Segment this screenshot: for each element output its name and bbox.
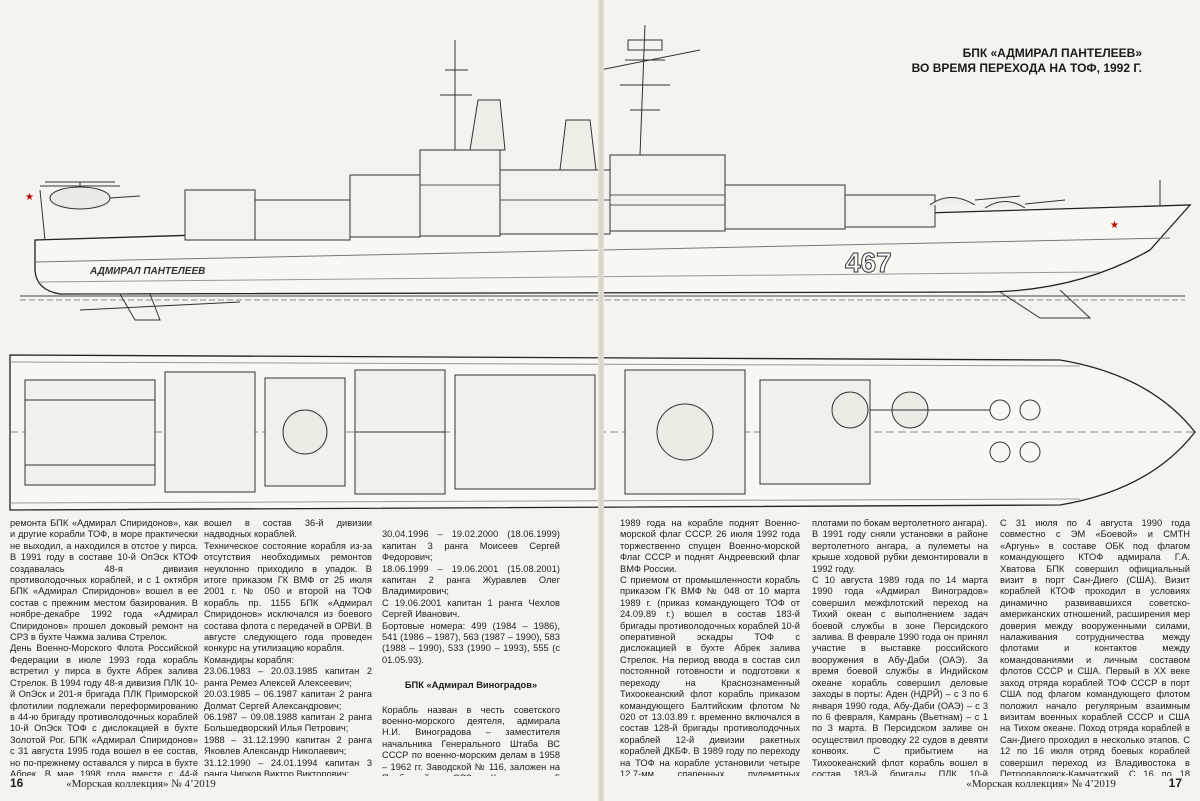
text-column-6: С 31 июля по 4 августа 1990 года совмест… <box>1000 518 1190 776</box>
right-magazine-title: «Морская коллекция» № 4’2019 <box>966 778 1116 790</box>
left-magazine-title: «Морская коллекция» № 4’2019 <box>66 778 216 790</box>
text-column-2: вошел в состав 36-й дивизии надводных ко… <box>204 518 372 776</box>
left-footer: 16 «Морская коллекция» № 4’2019 <box>10 776 216 790</box>
star-icon: ★ <box>1110 220 1119 231</box>
right-footer: «Морская коллекция» № 4’2019 17 <box>966 776 1182 790</box>
text-column-3: 30.04.1996 – 19.02.2000 (18.06.1999) кап… <box>382 518 560 776</box>
hull-name-text: АДМИРАЛ ПАНТЕЛЕЕВ <box>89 266 205 277</box>
hull-number-text: 467 <box>845 247 892 278</box>
text-column-5: плотами по бокам вертолетного ангара). В… <box>812 518 988 776</box>
caption-line-2: ВО ВРЕМЯ ПЕРЕХОДА НА ТОФ, 1992 Г. <box>911 61 1142 75</box>
caption-line-1: БПК «АДМИРАЛ ПАНТЕЛЕЕВ» <box>962 46 1142 60</box>
section-heading: БПК «Адмирал Виноградов» <box>404 679 538 690</box>
text-column-4: 1989 года на корабле поднят Военно-морск… <box>620 518 800 776</box>
right-page-number: 17 <box>1168 776 1182 790</box>
star-icon: ★ <box>25 192 34 203</box>
column-3-bottom: Корабль назван в честь советского военно… <box>382 704 560 777</box>
left-page-number: 16 <box>10 776 24 790</box>
drawing-caption: БПК «АДМИРАЛ ПАНТЕЛЕЕВ» ВО ВРЕМЯ ПЕРЕХОД… <box>912 46 1142 76</box>
text-column-1: ремонта БПК «Адмирал Спиридонов», как и … <box>10 518 198 776</box>
column-3-top: 30.04.1996 – 19.02.2000 (18.06.1999) кап… <box>382 529 560 665</box>
page-gutter <box>598 0 604 801</box>
